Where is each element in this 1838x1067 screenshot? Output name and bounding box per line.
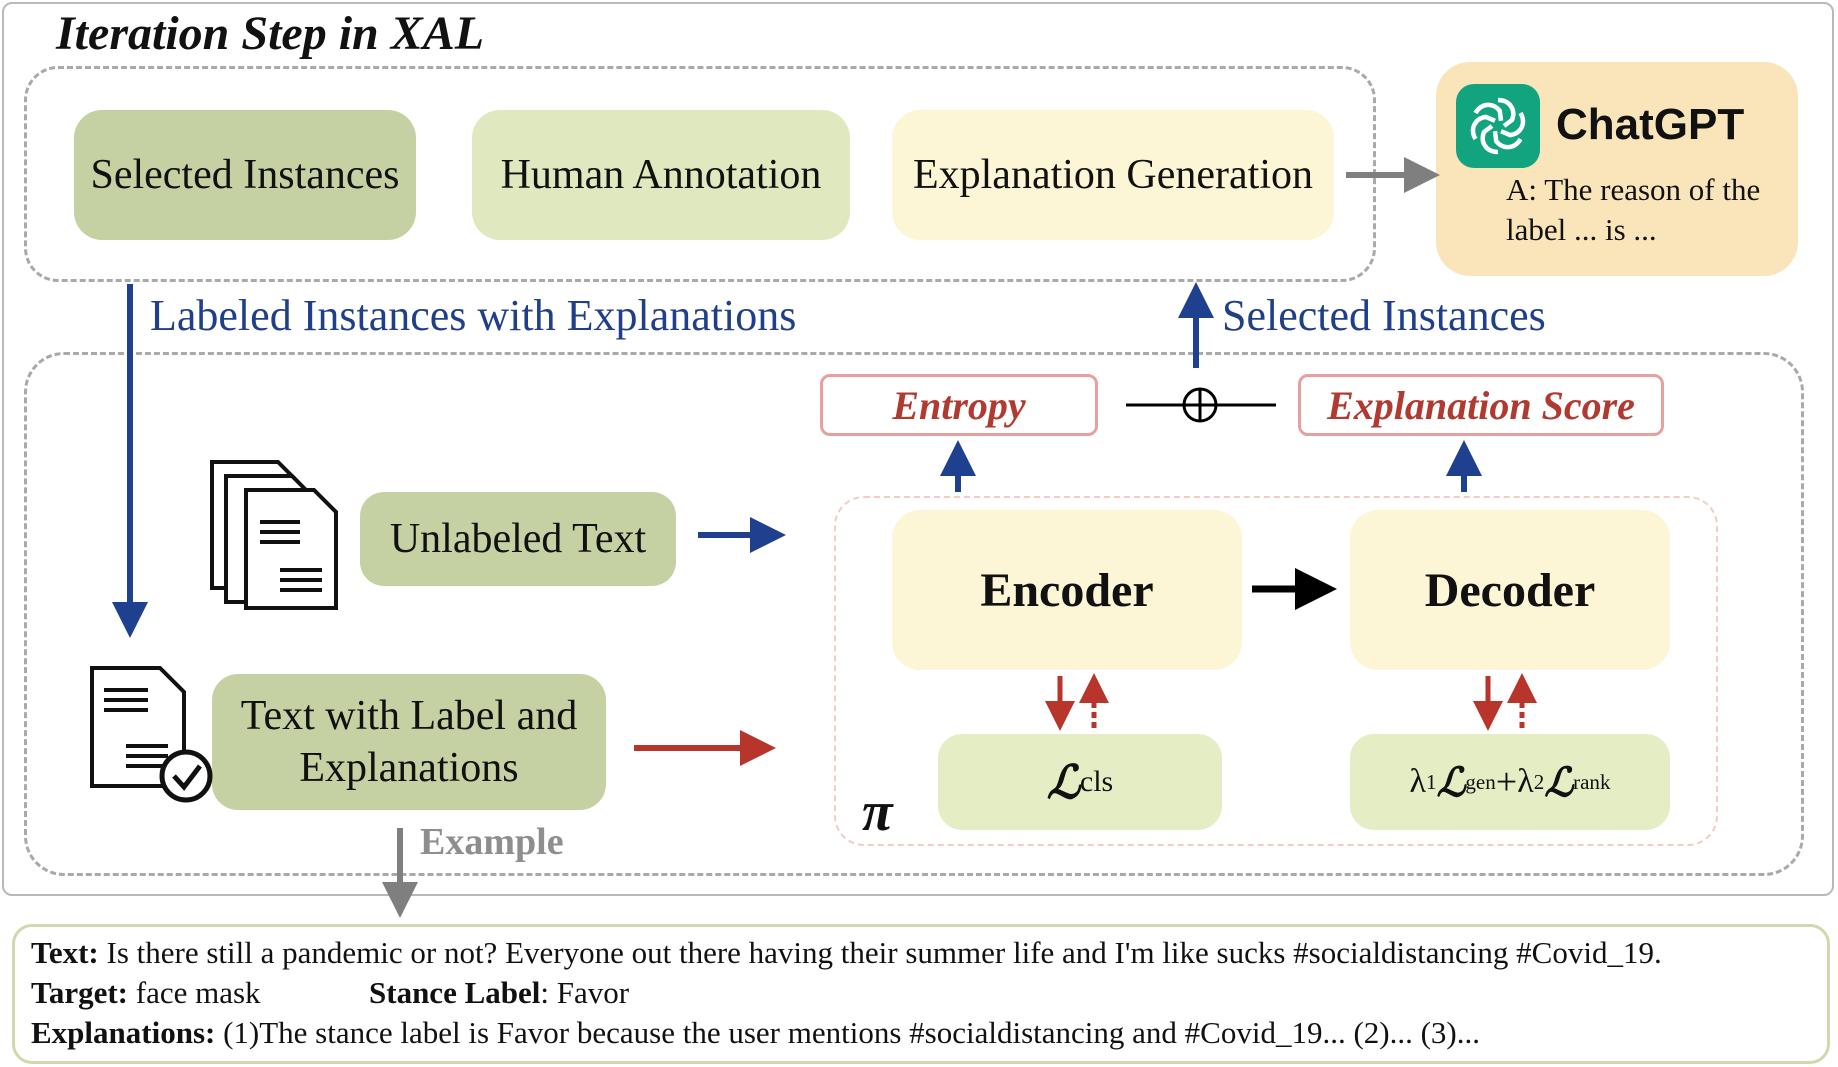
entropy-box: Entropy [820,374,1098,436]
loss-rank-subscript: rank [1573,769,1611,794]
chatgpt-title: ChatGPT [1556,100,1745,149]
labeled-text-box: Text with Label and Explanations [212,674,606,810]
lambda1-subscript: 1 [1425,769,1437,794]
unlabeled-documents-icon [210,460,338,610]
selected-instances-box: Selected Instances [74,110,416,240]
unlabeled-text-label: Unlabeled Text [389,516,647,562]
example-explanations-value: (1)The stance label is Favor because the… [223,1015,1480,1050]
example-stance-value: : Favor [540,975,630,1010]
decoder-box: Decoder [1350,510,1670,670]
training-region [24,352,1804,876]
lambda2-subscript: 2 [1533,769,1545,794]
labeled-instances-label: Labeled Instances with Explanations [150,291,797,340]
model-parameters-pi: π [862,781,893,843]
explanation-score-box: Explanation Score [1298,374,1664,436]
loss-rank-symbol: ℒ [1544,759,1574,805]
model-region [834,496,1718,846]
main-frame [2,2,1834,896]
lambda2: λ [1517,763,1534,800]
example-target-line: Target: face mask [31,973,261,1013]
loss-cls-subscript: cls [1079,765,1114,798]
explanation-generation-box: Explanation Generation [892,110,1334,240]
example-text-value: Is there still a pandemic or not? Everyo… [106,935,1662,970]
encoder-box: Encoder [892,510,1242,670]
example-text-line: Text: Is there still a pandemic or not? … [31,933,1662,973]
labeled-text-line2: Explanations [299,745,519,791]
selected-instances-label: Selected Instances [90,152,400,198]
labeled-text-line1: Text with Label and [240,693,578,739]
unlabeled-text-box: Unlabeled Text [360,492,676,586]
diagram-title: Iteration Step in XAL [56,7,485,60]
example-text-key: Text: [31,935,99,970]
loss-gen-subscript: gen [1465,769,1496,794]
entropy-label: Entropy [892,382,1026,428]
plus-sign: + [1495,761,1518,803]
human-annotation-box: Human Annotation [472,110,850,240]
explanation-generation-label: Explanation Generation [912,152,1314,198]
example-stance-line: Stance Label: Favor [369,973,629,1013]
chatgpt-logo-icon [1456,84,1540,168]
loss-cls-symbol: ℒ [1046,757,1080,808]
selected-instances-flow-label: Selected Instances [1222,291,1546,340]
decoder-label: Decoder [1424,563,1596,617]
labeled-document-check-icon [90,666,213,803]
example-explanations-key: Explanations: [31,1015,216,1050]
loss-gen-symbol: ℒ [1436,759,1466,805]
human-annotation-label: Human Annotation [500,152,822,198]
chatgpt-answer: A: The reason of the label ... is ... [1506,172,1761,247]
example-explanations-line: Explanations: (1)The stance label is Fav… [31,1013,1480,1053]
example-box: Text: Is there still a pandemic or not? … [12,924,1830,1064]
encoder-label: Encoder [980,563,1154,617]
example-target-key: Target: [31,975,128,1010]
explanation-score-label: Explanation Score [1327,382,1635,428]
lambda1: λ [1409,763,1426,800]
example-target-value: face mask [135,975,261,1010]
example-stance-key: Stance Label [369,975,541,1010]
example-label: Example [420,821,564,863]
